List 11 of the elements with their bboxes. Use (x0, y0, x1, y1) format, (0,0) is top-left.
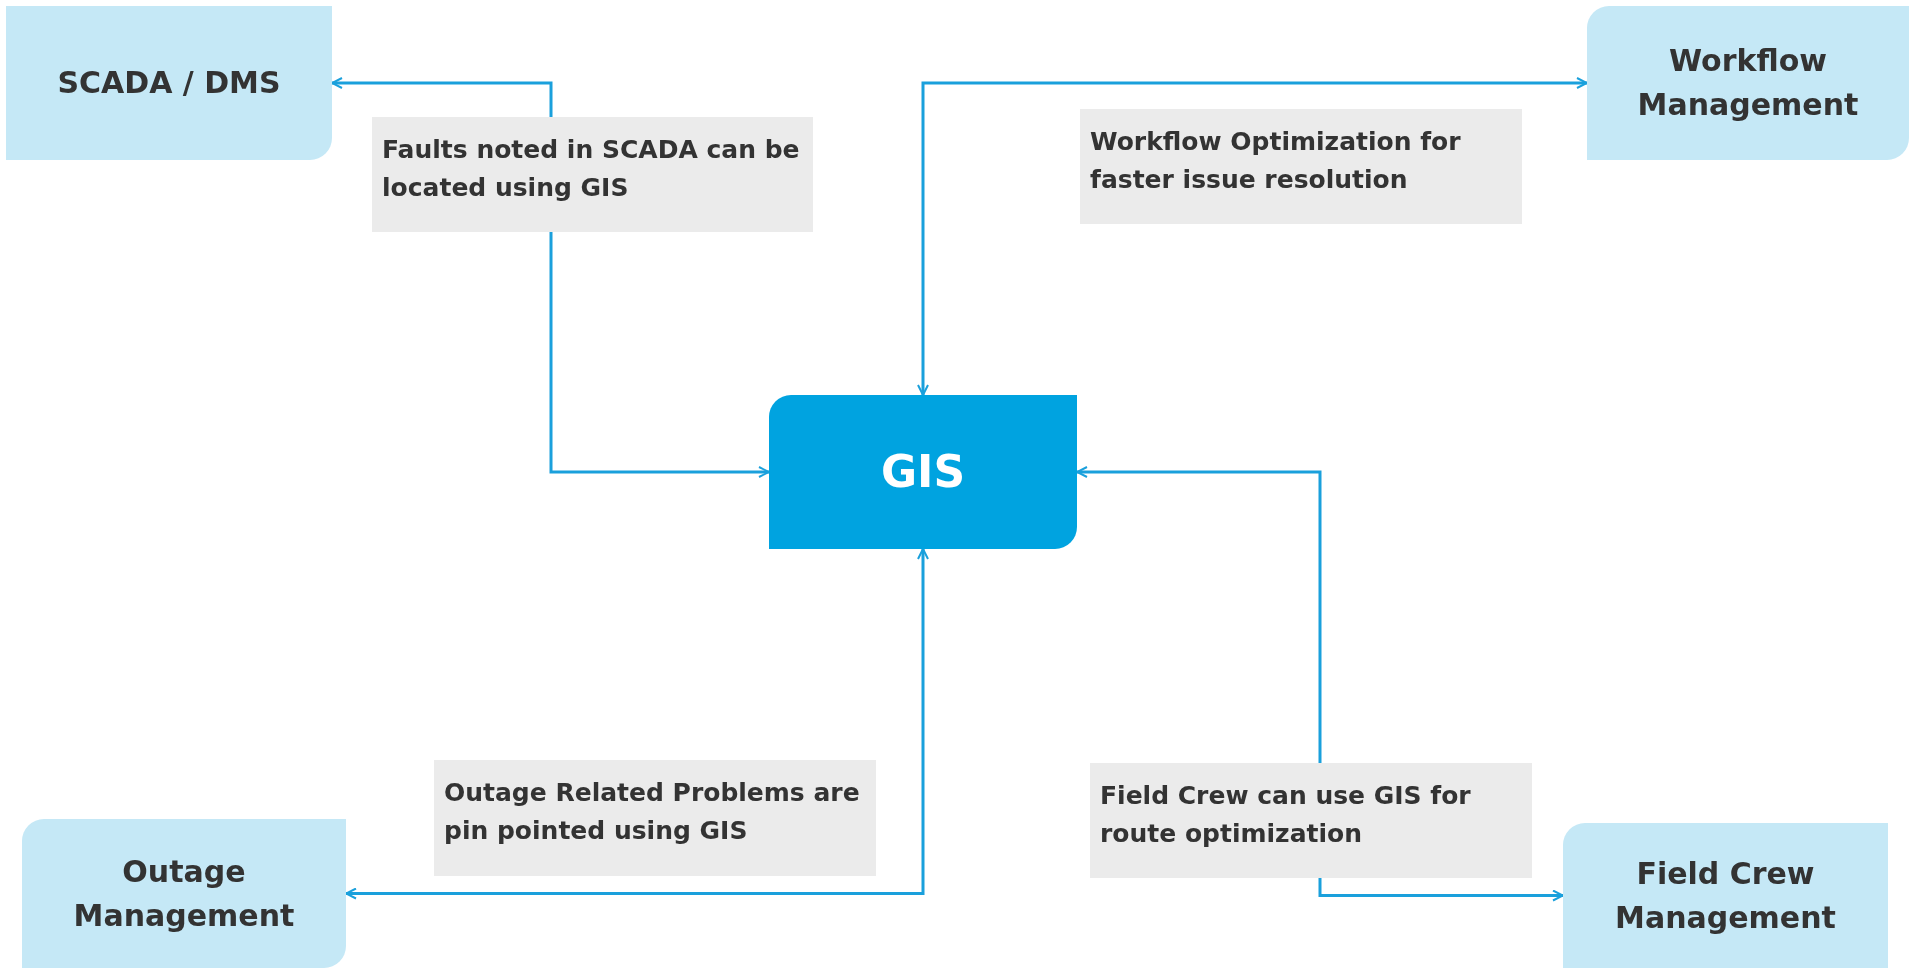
edge-label: Outage Related Problems are pin pointed using GIS (434, 760, 876, 876)
central-box: GIS (769, 395, 1077, 549)
connector-arrow (917, 77, 1588, 396)
system-box: Outage Management (22, 819, 346, 968)
connector-arrow (345, 548, 929, 900)
edge-label: Faults noted in SCADA can be located using GIS (372, 117, 813, 232)
system-box: SCADA / DMS (6, 6, 332, 160)
system-box: Workflow Management (1587, 6, 1909, 160)
edge-label: Workflow Optimization for faster issue resolution (1080, 109, 1522, 224)
edge-label: Field Crew can use GIS for route optimization (1090, 763, 1532, 878)
system-box: Field Crew Management (1563, 823, 1888, 968)
